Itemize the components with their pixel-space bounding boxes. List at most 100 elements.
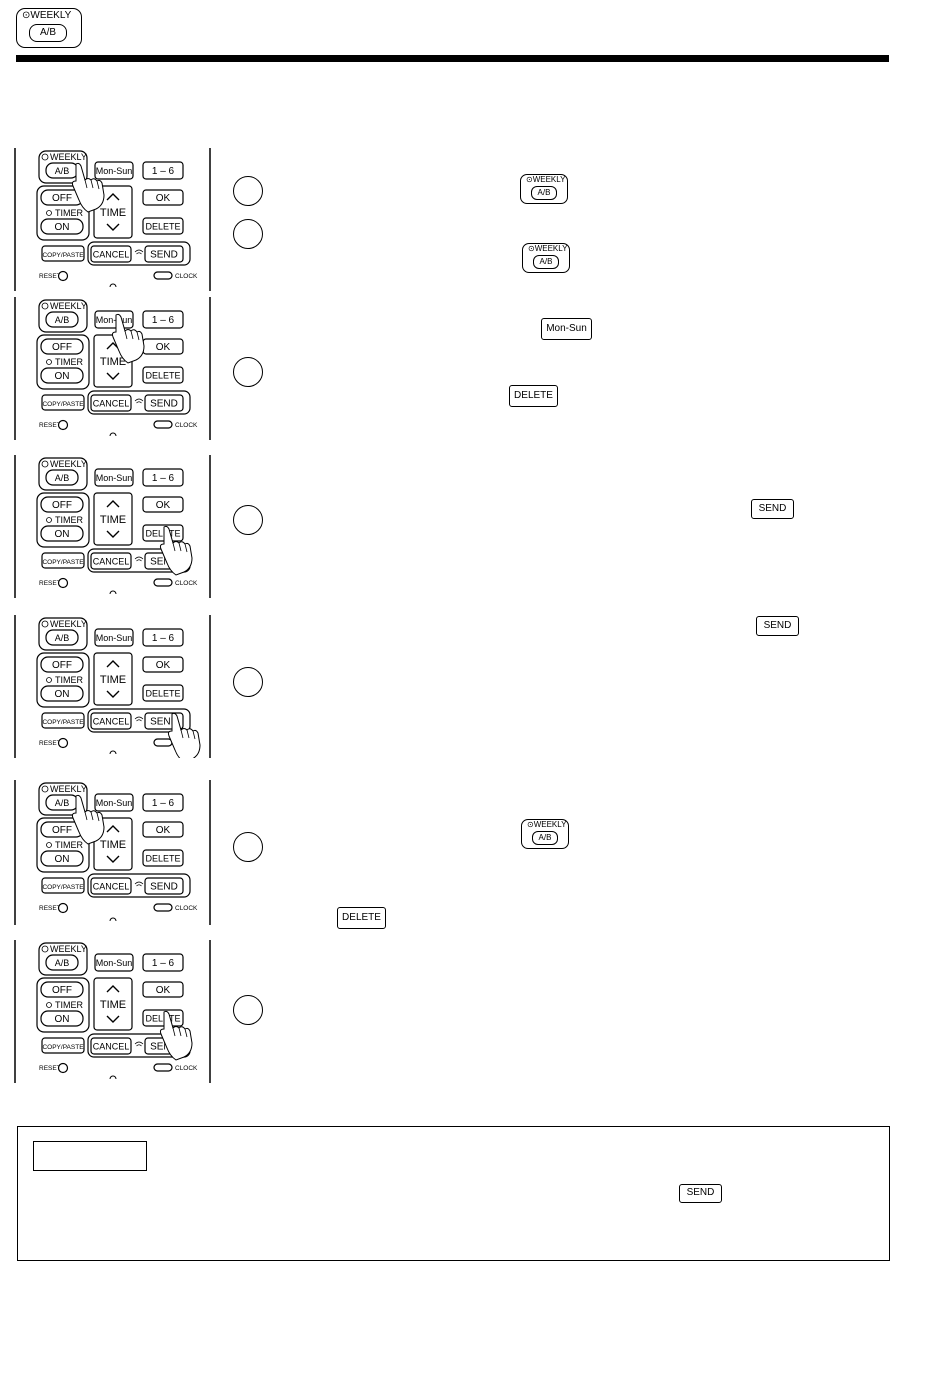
ab-button[interactable]: A/B xyxy=(45,954,79,971)
on-button[interactable]: ON xyxy=(40,367,84,384)
ab-button-label: A/B xyxy=(55,315,70,325)
on-button[interactable]: ON xyxy=(40,525,84,542)
ok-button[interactable]: OK xyxy=(142,821,184,838)
clock-button[interactable] xyxy=(153,271,173,280)
chevron-up-icon[interactable] xyxy=(106,500,120,508)
reset-button[interactable] xyxy=(57,419,69,431)
mon-sun-button[interactable]: Mon-Sun xyxy=(94,953,134,972)
ab-button[interactable]: A/B xyxy=(45,794,79,811)
off-button[interactable]: OFF xyxy=(40,656,84,673)
ab-button[interactable]: A/B xyxy=(45,311,79,328)
clock-icon xyxy=(46,1002,52,1008)
chevron-up-icon[interactable] xyxy=(106,825,120,833)
copy-paste-button[interactable]: COPY/PASTE xyxy=(41,394,85,411)
ok-button-label: OK xyxy=(156,825,171,836)
chevron-up-icon[interactable] xyxy=(106,660,120,668)
copy-paste-button[interactable]: COPY/PASTE xyxy=(41,877,85,894)
off-button[interactable]: OFF xyxy=(40,338,84,355)
cancel-button[interactable]: CANCEL xyxy=(90,1037,132,1055)
one-six-button[interactable]: 1 – 6 xyxy=(142,161,184,180)
on-button[interactable]: ON xyxy=(40,218,84,235)
cancel-button[interactable]: CANCEL xyxy=(90,552,132,570)
ok-button[interactable]: OK xyxy=(142,189,184,206)
mon-sun-button[interactable]: Mon-Sun xyxy=(94,310,134,329)
reset-button[interactable] xyxy=(57,270,69,282)
copy-paste-button-label: COPY/PASTE xyxy=(42,719,84,726)
cancel-send-group: CANCEL SEND xyxy=(87,390,191,415)
chevron-down-icon[interactable] xyxy=(106,855,120,863)
send-button[interactable]: SEND xyxy=(144,394,184,412)
ok-button[interactable]: OK xyxy=(142,656,184,673)
cancel-button[interactable]: CANCEL xyxy=(90,245,132,263)
mon-sun-button[interactable]: Mon-Sun xyxy=(94,793,134,812)
delete-button[interactable]: DELETE xyxy=(142,366,184,384)
one-six-button[interactable]: 1 – 6 xyxy=(142,628,184,647)
pointing-hand-icon xyxy=(71,162,105,213)
reset-button[interactable] xyxy=(57,1062,69,1074)
cancel-button[interactable]: CANCEL xyxy=(90,712,132,730)
clock-label: CLOCK xyxy=(175,422,198,429)
chevron-down-icon[interactable] xyxy=(106,1015,120,1023)
chevron-up-icon[interactable] xyxy=(106,985,120,993)
send-button[interactable]: SEND xyxy=(144,245,184,263)
clock-button[interactable] xyxy=(153,738,173,747)
ok-button[interactable]: OK xyxy=(142,338,184,355)
clock-icon xyxy=(46,210,52,216)
reset-button[interactable] xyxy=(57,902,69,914)
cancel-button[interactable]: CANCEL xyxy=(90,877,132,895)
delete-button[interactable]: DELETE xyxy=(142,684,184,702)
chevron-down-icon[interactable] xyxy=(106,690,120,698)
on-button[interactable]: ON xyxy=(40,850,84,867)
inline-delete-button-2: DELETE xyxy=(337,907,386,929)
time-button[interactable]: TIME xyxy=(93,977,133,1031)
chevron-up-icon[interactable] xyxy=(106,193,120,201)
mon-sun-button[interactable]: Mon-Sun xyxy=(94,161,134,180)
one-six-button[interactable]: 1 – 6 xyxy=(142,793,184,812)
mon-sun-button[interactable]: Mon-Sun xyxy=(94,468,134,487)
ok-button[interactable]: OK xyxy=(142,981,184,998)
copy-paste-button-label: COPY/PASTE xyxy=(42,559,84,566)
step-circle-5 xyxy=(233,832,263,862)
mon-sun-button[interactable]: Mon-Sun xyxy=(94,628,134,647)
ok-button[interactable]: OK xyxy=(142,496,184,513)
off-button[interactable]: OFF xyxy=(40,496,84,513)
cancel-button[interactable]: CANCEL xyxy=(90,394,132,412)
clock-button[interactable] xyxy=(153,420,173,429)
delete-button[interactable]: DELETE xyxy=(142,524,184,542)
one-six-button[interactable]: 1 – 6 xyxy=(142,310,184,329)
reset-button[interactable] xyxy=(57,577,69,589)
clock-icon xyxy=(41,785,49,793)
send-button[interactable]: SEND xyxy=(144,877,184,895)
step-circle-1a xyxy=(233,176,263,206)
on-button[interactable]: ON xyxy=(40,685,84,702)
time-button[interactable]: TIME xyxy=(93,652,133,706)
clock-button[interactable] xyxy=(153,1063,173,1072)
delete-button[interactable]: DELETE xyxy=(142,1009,184,1027)
off-button[interactable]: OFF xyxy=(40,981,84,998)
ab-button[interactable]: A/B xyxy=(45,469,79,486)
on-button[interactable]: ON xyxy=(40,1010,84,1027)
reset-label: RESET xyxy=(39,905,61,912)
copy-paste-button[interactable]: COPY/PASTE xyxy=(41,712,85,729)
ab-button[interactable]: A/B xyxy=(45,629,79,646)
one-six-button[interactable]: 1 – 6 xyxy=(142,468,184,487)
chevron-down-icon[interactable] xyxy=(106,372,120,380)
delete-button[interactable]: DELETE xyxy=(142,849,184,867)
clock-label: CLOCK xyxy=(175,580,198,587)
one-six-button[interactable]: 1 – 6 xyxy=(142,953,184,972)
copy-paste-button[interactable]: COPY/PASTE xyxy=(41,552,85,569)
reset-button[interactable] xyxy=(57,737,69,749)
copy-paste-button[interactable]: COPY/PASTE xyxy=(41,1037,85,1054)
chevron-down-icon[interactable] xyxy=(106,223,120,231)
clock-button[interactable] xyxy=(153,578,173,587)
chevron-down-icon[interactable] xyxy=(106,530,120,538)
delete-button[interactable]: DELETE xyxy=(142,217,184,235)
time-button[interactable]: TIME xyxy=(93,492,133,546)
ab-button[interactable]: A/B xyxy=(45,162,79,179)
clock-button[interactable] xyxy=(153,903,173,912)
copy-paste-button[interactable]: COPY/PASTE xyxy=(41,245,85,262)
note-box: SEND xyxy=(17,1126,890,1261)
